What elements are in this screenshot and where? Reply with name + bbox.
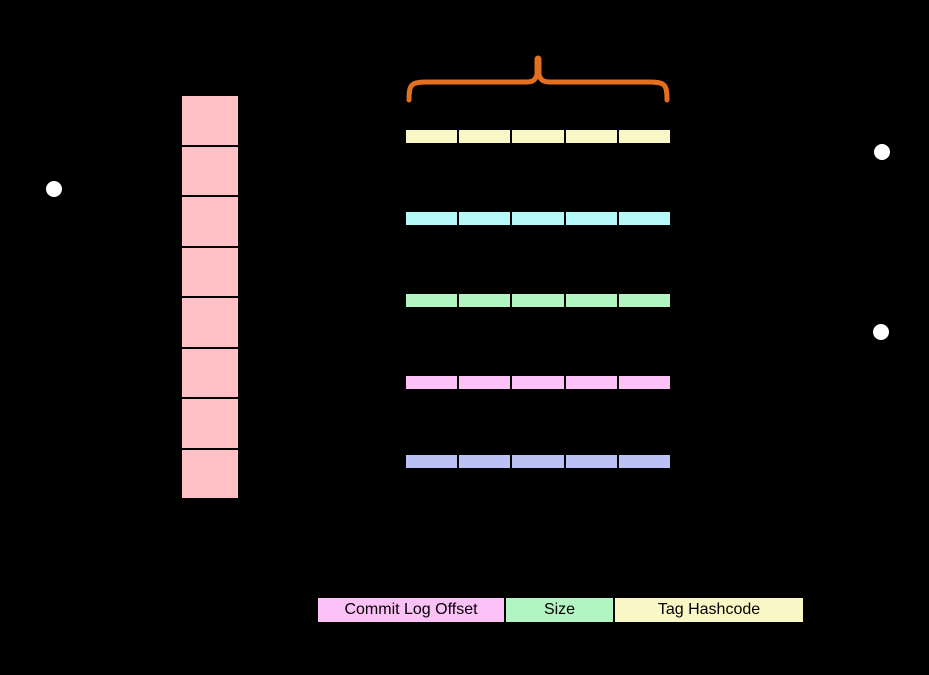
index-field-cell [563,292,619,309]
slot-cell [180,195,240,248]
slot-cell [180,397,240,450]
index-field-cell [616,292,673,309]
index-item-row [404,374,673,391]
index-field-cell [510,374,566,391]
bullet-dot [873,324,889,340]
index-field-cell [510,453,566,470]
index-field-cell [404,374,460,391]
index-field-cell [457,453,513,470]
index-field-cell [457,128,513,145]
index-field-cell [563,210,619,227]
legend-item: Commit Log Offset [316,596,506,624]
legend-item: Tag Hashcode [613,596,805,624]
slot-cell [180,144,240,197]
index-field-cell [404,453,460,470]
index-field-cell [404,128,460,145]
index-item-row [404,210,673,227]
index-field-cell [457,374,513,391]
brace-strokes [406,55,670,103]
index-field-cell [616,453,673,470]
slot-cell [180,447,240,500]
index-item-row [404,128,673,145]
slot-table-column [180,94,240,500]
index-field-cell [404,292,460,309]
index-field-cell [616,210,673,227]
bullet-dot [46,181,62,197]
index-item-row [404,292,673,309]
index-field-cell [404,210,460,227]
index-field-cell [510,128,566,145]
slot-cell [180,94,240,147]
index-field-cell [510,292,566,309]
index-field-cell [563,374,619,391]
index-field-cell [510,210,566,227]
index-field-cell [616,374,673,391]
index-field-cell [457,292,513,309]
index-field-cell [457,210,513,227]
bullet-dot [874,144,890,160]
slot-cell [180,346,240,399]
index-item-row [404,453,673,470]
slot-cell [180,245,240,298]
slot-cell [180,296,240,349]
index-field-cell [563,128,619,145]
index-field-cell [563,453,619,470]
legend-item: Size [504,596,615,624]
index-field-cell [616,128,673,145]
brace-icon [406,55,670,103]
